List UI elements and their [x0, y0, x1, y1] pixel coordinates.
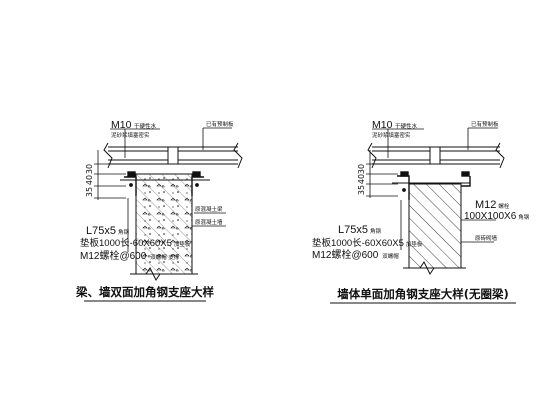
right-dim-3: 35: [357, 185, 366, 195]
right-mortar-label: 干硬性水: [395, 122, 418, 130]
right-existing-slab-label: 已有预制板: [471, 120, 499, 128]
left-dim-2: 40: [85, 175, 94, 185]
left-dim-1: 30: [85, 164, 94, 174]
right-dimensions: [366, 150, 398, 198]
right-leaders: [372, 127, 498, 250]
left-mortar-label: 干硬性水: [134, 122, 157, 130]
right-angle-steels: [392, 171, 471, 200]
left-title: 梁、墙双面加角钢支座大样: [75, 285, 214, 299]
left-wall-label: 原混凝土墙: [195, 218, 223, 226]
right-mortar-label-2: 泥砂浆填塞密实: [372, 131, 411, 139]
left-existing-slab-label: 已有预制板: [206, 120, 234, 128]
right-m10-label: M10: [372, 119, 393, 131]
left-beam-label: 原混凝土梁: [195, 205, 223, 213]
right-wall-label: 原砖砌墙: [475, 234, 498, 242]
right-dim-2: 40: [357, 174, 366, 184]
right-title: 墙体单面加角钢支座大样(无圈梁): [337, 287, 509, 301]
left-mortar-label-2: 泥砂浆填塞密实: [111, 131, 150, 139]
left-detail: 30 40 35 M10 干硬性水 泥砂浆填塞密实 已有预制板 原混凝土梁 原混…: [75, 119, 243, 302]
left-angle-steels: [120, 171, 210, 196]
right-brick-wall: [403, 183, 466, 275]
left-dim-3: 35: [85, 187, 94, 197]
left-leaders: [110, 127, 232, 252]
right-dim-1: 30: [357, 164, 366, 174]
left-slab: [103, 142, 243, 169]
left-beam-wall: [130, 173, 198, 281]
left-m10-label: M10: [111, 119, 132, 131]
left-dimensions: [94, 150, 126, 200]
